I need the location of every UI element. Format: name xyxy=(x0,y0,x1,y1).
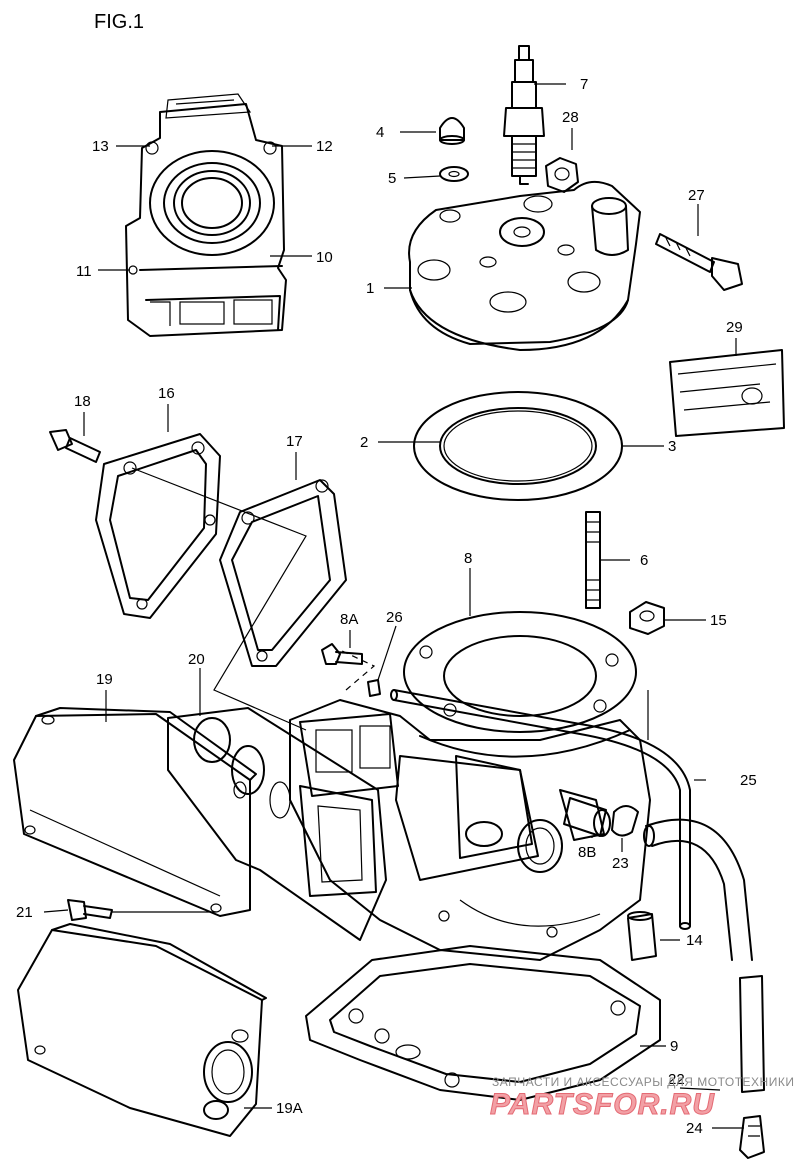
label-23: 23 xyxy=(612,855,629,872)
cover-screw xyxy=(67,899,113,921)
label-16: 16 xyxy=(158,385,175,402)
label-28: 28 xyxy=(562,109,579,126)
label-19A: 19A xyxy=(276,1100,303,1117)
label-25: 25 xyxy=(740,772,757,789)
cylinder-head xyxy=(408,180,641,351)
label-13: 13 xyxy=(92,138,109,155)
label-5: 5 xyxy=(388,170,396,187)
watermark-logo: PARTSFOR.RU xyxy=(490,1088,715,1121)
leader-lines xyxy=(43,83,744,1129)
cylinder-body xyxy=(289,699,651,961)
exhaust-valve-cover-alt xyxy=(17,923,267,1137)
watermark-caption: ЗАПЧАСТИ И АКСЕССУАРЫ ДЛЯ МОТОТЕХНИКИ xyxy=(492,1075,794,1089)
hose-clamp xyxy=(611,805,639,837)
exhaust-valve-gasket-17 xyxy=(219,479,347,667)
cylinder-base-gasket xyxy=(403,611,637,733)
label-1: 1 xyxy=(366,280,374,297)
label-6: 6 xyxy=(640,552,648,569)
cap-nut xyxy=(439,117,465,145)
bleed-screw xyxy=(321,643,363,665)
label-8: 8 xyxy=(464,550,472,567)
label-27: 27 xyxy=(688,187,705,204)
label-18: 18 xyxy=(74,393,91,410)
label-2: 2 xyxy=(360,434,368,451)
exhaust-gasket-20 xyxy=(167,707,387,941)
label-7: 7 xyxy=(580,76,588,93)
hose-clip xyxy=(367,679,381,697)
hex-nut-top xyxy=(545,157,579,193)
label-14: 14 xyxy=(686,932,703,949)
exhaust-valve-cover xyxy=(13,707,257,917)
cylinder-top-view xyxy=(125,93,287,337)
head-gasket-ring-inner xyxy=(439,407,597,485)
exhaust-valve-gasket-16 xyxy=(95,433,221,619)
coolant-hose xyxy=(643,818,765,1093)
flange-nut xyxy=(629,601,665,635)
label-26: 26 xyxy=(386,609,403,626)
label-8B: 8B xyxy=(578,844,596,861)
water-fitting xyxy=(563,797,611,837)
label-21: 21 xyxy=(16,904,33,921)
label-11: 11 xyxy=(76,263,92,280)
washer xyxy=(439,166,469,182)
label-10: 10 xyxy=(316,249,333,266)
label-20: 20 xyxy=(188,651,205,668)
label-24: 24 xyxy=(686,1120,703,1137)
label-17: 17 xyxy=(286,433,303,450)
water-hose xyxy=(390,689,691,930)
stud-bolt xyxy=(585,511,601,609)
spark-plug xyxy=(503,45,545,185)
label-19: 19 xyxy=(96,671,113,688)
head-bolt xyxy=(655,233,743,291)
hose-fastener xyxy=(739,1115,765,1159)
figure-title: FIG.1 xyxy=(94,11,144,33)
label-plate xyxy=(669,349,785,437)
part-labels: 13 12 10 11 4 5 7 28 27 1 29 2 3 6 15 8 … xyxy=(16,76,757,1137)
label-12: 12 xyxy=(316,138,333,155)
label-22: 22 xyxy=(668,1071,685,1088)
cover-bolt xyxy=(49,429,101,463)
label-15: 15 xyxy=(710,612,727,629)
label-3: 3 xyxy=(668,438,676,455)
label-8A: 8A xyxy=(340,611,358,628)
dowel-pin xyxy=(627,911,657,961)
label-29: 29 xyxy=(726,319,743,336)
crankcase-gasket xyxy=(305,945,661,1101)
label-4: 4 xyxy=(376,124,384,141)
label-9: 9 xyxy=(670,1038,678,1055)
